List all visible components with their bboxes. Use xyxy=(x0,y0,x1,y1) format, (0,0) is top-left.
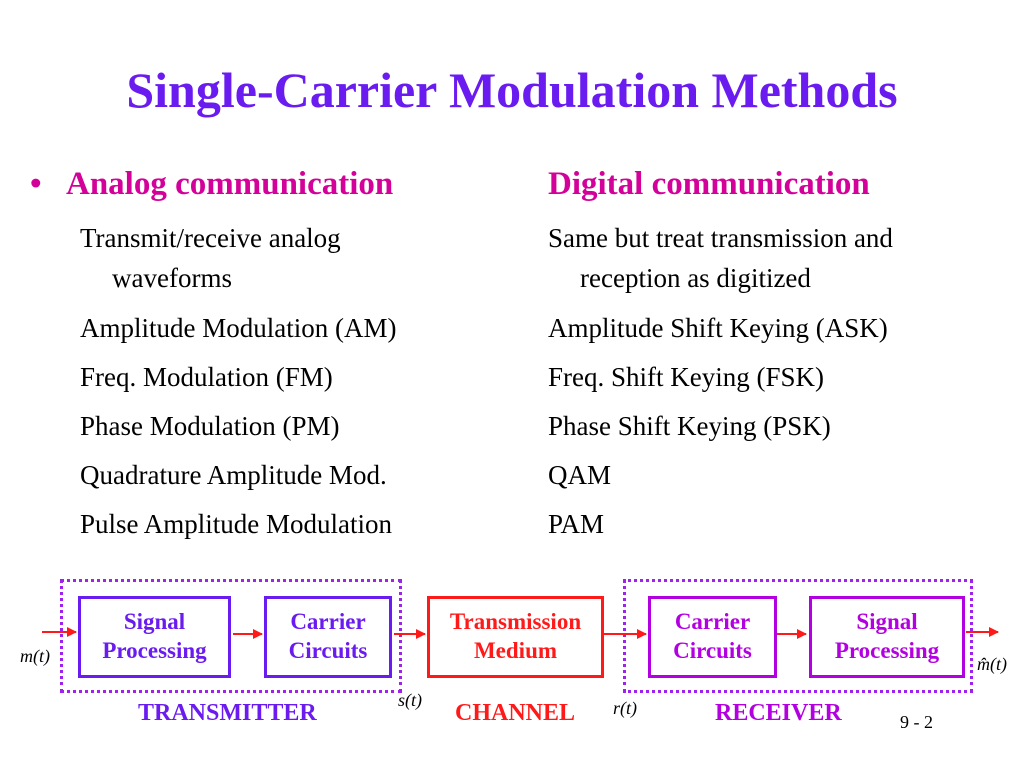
transmitted-signal-label: s(t) xyxy=(398,690,422,710)
block-label-line: Medium xyxy=(473,638,558,663)
digital-item: PAM xyxy=(548,509,605,539)
channel-label: CHANNEL xyxy=(455,700,576,726)
input-signal-label: m(t) xyxy=(20,646,50,666)
analog-item: Pulse Amplitude Modulation xyxy=(80,509,393,539)
block-label-line: Signal xyxy=(856,609,918,635)
digital-item: Freq. Shift Keying (FSK) xyxy=(548,362,824,392)
block-label-line: Circuits xyxy=(673,638,752,663)
analog-item: waveforms xyxy=(112,263,232,293)
block-label-line: Transmission xyxy=(449,609,582,635)
block-label-line: Signal xyxy=(123,609,186,635)
block-label-line: Processing xyxy=(834,638,940,663)
page-number: 9 - 2 xyxy=(900,712,933,732)
analog-item: Amplitude Modulation (AM) xyxy=(80,313,397,343)
digital-item: Phase Shift Keying (PSK) xyxy=(548,411,831,441)
bullet-icon: • xyxy=(30,166,42,202)
digital-item: Amplitude Shift Keying (ASK) xyxy=(548,313,888,343)
analog-heading: Analog communication xyxy=(66,166,394,202)
analog-item: Freq. Modulation (FM) xyxy=(80,362,333,392)
block-label-line: Circuits xyxy=(288,638,368,663)
receiver-group xyxy=(623,579,973,693)
digital-heading: Digital communication xyxy=(548,166,870,202)
analog-item: Transmit/receive analog xyxy=(80,223,341,253)
receiver-label: RECEIVER xyxy=(715,700,842,726)
received-signal-label: r(t) xyxy=(613,698,637,718)
digital-item: reception as digitized xyxy=(580,263,811,293)
analog-item: Quadrature Amplitude Mod. xyxy=(80,460,387,490)
block-label-line: Processing xyxy=(102,638,207,663)
transmitter-group xyxy=(60,579,402,693)
analog-item: Phase Modulation (PM) xyxy=(80,411,340,441)
transmitter-label: TRANSMITTER xyxy=(138,700,317,726)
slide-title: Single-Carrier Modulation Methods xyxy=(126,62,898,118)
digital-item: Same but treat transmission and xyxy=(548,223,893,253)
block-label-line: Carrier xyxy=(674,609,751,635)
digital-item: QAM xyxy=(548,460,612,490)
output-signal-label: m̂(t) xyxy=(977,654,1007,674)
block-label-line: Carrier xyxy=(290,609,366,635)
